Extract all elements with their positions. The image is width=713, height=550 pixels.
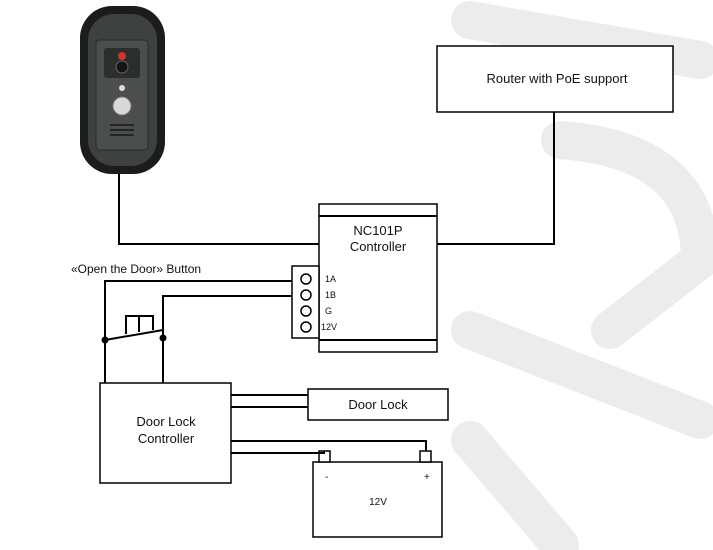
terminal-block: 1A 1B G 12V [291, 265, 337, 339]
lock-controller-line1: Door Lock [136, 414, 196, 429]
terminal-label-1a: 1A [325, 274, 336, 284]
nc101p-controller: NC101P Controller [318, 203, 438, 353]
battery-voltage: 12V [369, 497, 387, 508]
controller-label: Controller [350, 239, 407, 254]
terminal-g-icon [300, 305, 312, 317]
battery-minus: - [325, 472, 328, 483]
intercom-panel-icon [80, 6, 165, 174]
terminal-label-1b: 1B [325, 290, 336, 300]
battery-plus: + [424, 472, 430, 483]
wire-battery-plus [231, 440, 427, 451]
terminal-12v-icon [300, 321, 312, 333]
terminal-1b-icon [300, 289, 312, 301]
door-lock-controller: Door Lock Controller [99, 382, 232, 484]
router-label: Router with PoE support [487, 71, 628, 86]
wires [104, 112, 555, 454]
lock-controller-line2: Controller [138, 431, 195, 446]
wire-1b-lock-controller [162, 295, 292, 383]
wire-battery-minus [231, 451, 325, 454]
terminal-label-12v: 12V [321, 322, 337, 332]
door-lock-box: Door Lock [307, 388, 449, 421]
door-lock-label: Door Lock [348, 397, 408, 412]
wire-1a-lock-controller [104, 280, 292, 383]
wire-intercom-controller [118, 174, 319, 245]
battery-positive-terminal-icon [419, 450, 432, 463]
wire-controller-router [437, 112, 555, 245]
terminal-1a-icon [300, 273, 312, 285]
open-door-button-label: «Open the Door» Button [71, 262, 201, 276]
battery-12v: - + 12V [312, 450, 443, 538]
terminal-label-g: G [325, 306, 332, 316]
controller-model: NC101P [353, 223, 402, 238]
router-box: Router with PoE support [436, 45, 674, 113]
push-button-switch-icon [101, 315, 167, 344]
